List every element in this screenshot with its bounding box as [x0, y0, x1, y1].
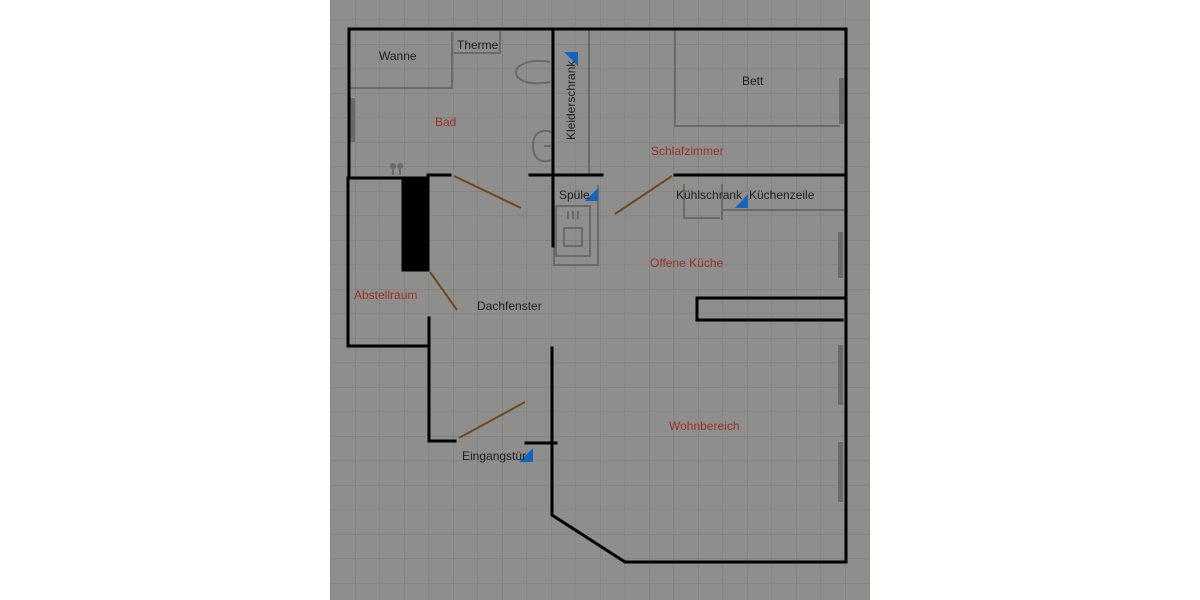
marker-eingangstuer [519, 448, 533, 462]
door-abstellraum [429, 271, 458, 311]
markers-layer [519, 52, 748, 462]
room-label-bad: Bad [435, 115, 457, 129]
marker-spuele [585, 188, 598, 201]
grid [330, 0, 870, 600]
bed-outline [674, 30, 840, 127]
label-kleiderschrank: Kleiderschrank [564, 60, 578, 140]
walls-layer [346, 27, 848, 564]
floorplan-drawing [330, 0, 870, 600]
window-schlafzimmer [839, 78, 844, 124]
label-bett: Bett [742, 74, 764, 88]
label-therme: Therme [457, 38, 499, 52]
door-eingang [458, 401, 526, 439]
floorplan-canvas[interactable]: Wanne Therme Kleiderschrank Bett Spüle K… [330, 0, 870, 600]
label-kuehlschrank: Kühlschrank [676, 188, 743, 202]
boiler-outline [454, 31, 501, 54]
stove-outline [555, 205, 591, 257]
label-kuechenzeile: Küchenzeile [749, 188, 815, 202]
toilet-outline [514, 60, 551, 85]
outer-wall-bottom [550, 346, 847, 564]
fridge-outline [683, 184, 720, 219]
window-wohn-1 [838, 345, 843, 405]
window-wohn-2 [838, 442, 843, 502]
chimney [401, 176, 430, 272]
room-label-offene-kueche: Offene Küche [650, 256, 724, 270]
kitchen-island [695, 296, 846, 322]
bathtub-outline [350, 32, 453, 89]
room-label-schlafzimmer: Schlafzimmer [651, 144, 724, 158]
marker-kleiderschrank [564, 52, 578, 66]
label-dachfenster: Dachfenster [477, 299, 542, 313]
window-kueche [838, 232, 843, 278]
door-schlafzimmer [614, 175, 673, 215]
oven-outline [563, 227, 583, 247]
furniture-layer [350, 30, 845, 266]
window-bad [350, 98, 355, 142]
label-eingangstuer: Eingangstür [462, 449, 527, 463]
label-wanne: Wanne [379, 49, 417, 63]
marker-kuechenzeile [735, 194, 748, 208]
windows-layer [350, 78, 844, 502]
room-label-abstellraum: Abstellraum [354, 288, 418, 302]
door-bad [453, 175, 522, 209]
doors-layer [429, 175, 673, 439]
outer-wall-top-right [347, 27, 848, 564]
sink-outline [531, 129, 553, 163]
room-label-wohnbereich: Wohnbereich [669, 419, 740, 433]
label-spuele: Spüle [559, 188, 590, 202]
